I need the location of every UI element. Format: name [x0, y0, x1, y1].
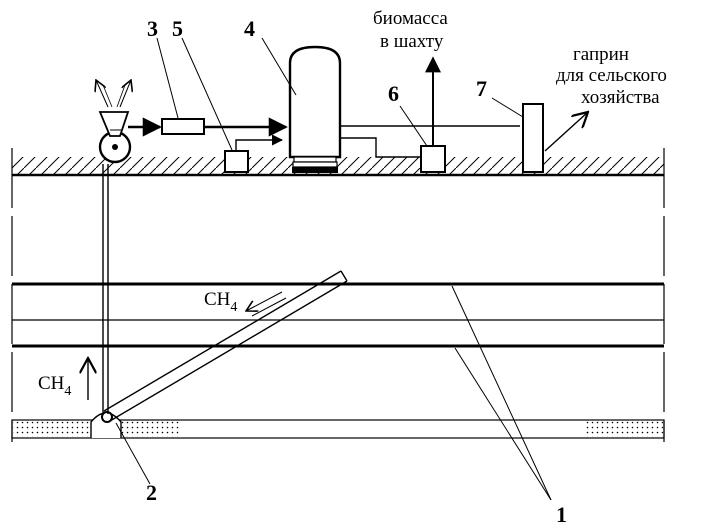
- packing-right: [585, 421, 663, 437]
- ch4-inclined-main: CH: [204, 289, 231, 310]
- ch4-inclined-sub: 4: [230, 300, 237, 315]
- gas-preparation-unit: [161, 118, 205, 135]
- label-5-dosing-unit: 5: [172, 16, 183, 41]
- label-6-separator: 6: [388, 81, 399, 106]
- mine-gallery: [11, 411, 665, 439]
- leader-1-lower: [454, 347, 552, 501]
- methane-flow-arrow-inclined: [246, 291, 283, 311]
- label-7-gaprin-unit: 7: [476, 76, 487, 101]
- intake-funnel: [98, 111, 130, 137]
- gaprin-production-unit: [522, 103, 544, 173]
- caption-gaprin-line2: для сельского: [556, 65, 667, 86]
- ch4-label-vertical: CH4: [38, 373, 71, 399]
- degasification-collector: [101, 411, 113, 423]
- caption-gaprin-line1: гаприн: [573, 44, 629, 65]
- leader-1-upper: [451, 285, 552, 501]
- exhaust-arrows: [96, 80, 131, 108]
- leader-5: [181, 37, 233, 151]
- caption-gaprin-line3: хозяйства: [581, 87, 660, 108]
- vertical-pipeline: [102, 164, 109, 414]
- ch4-vertical-main: CH: [38, 373, 65, 394]
- ch4-vertical-sub: 4: [64, 384, 71, 399]
- inclined-borehole: [103, 270, 348, 422]
- leader-7: [491, 97, 524, 118]
- ch4-label-inclined: CH4: [204, 289, 237, 315]
- leader-2: [115, 422, 151, 485]
- flow-arrow-dosing-to-bioreactor: [235, 134, 284, 151]
- coal-seams: [12, 282, 664, 348]
- leader-4: [261, 37, 297, 96]
- label-3-gas-preparation: 3: [147, 16, 158, 41]
- pipe-bioreactor-to-separator: [340, 137, 420, 158]
- frame-lines: [11, 148, 665, 442]
- biomass-separator: [420, 145, 446, 173]
- caption-biomass-line2: в шахту: [380, 31, 444, 52]
- label-4-bioreactor: 4: [244, 16, 255, 41]
- nutrient-dosing-unit: [224, 150, 249, 173]
- vacuum-pump: [98, 111, 132, 164]
- ground-surface: [12, 157, 664, 177]
- label-1-coal-seams: 1: [556, 502, 567, 527]
- packing-left: [13, 421, 91, 437]
- leader-6: [399, 105, 428, 147]
- flow-arrow-gaprin-output: [544, 112, 588, 152]
- bioreactor: [288, 45, 342, 173]
- methane-flow-arrow-inclined-back: [251, 297, 287, 317]
- leader-3: [156, 37, 179, 119]
- leader-lines: [115, 37, 552, 501]
- label-2-collector: 2: [146, 480, 157, 505]
- caption-biomass-line1: биомасса: [373, 8, 448, 29]
- packing-middle: [120, 421, 180, 437]
